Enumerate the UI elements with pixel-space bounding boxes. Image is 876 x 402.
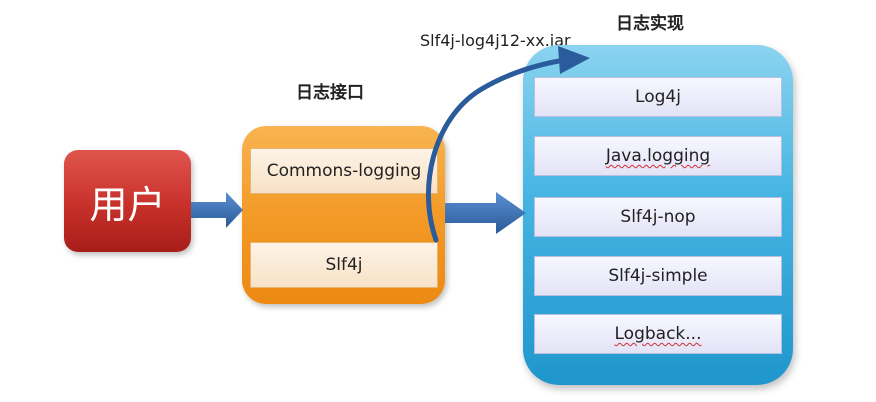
interface-item-slf4j: Slf4j <box>250 242 438 288</box>
implementation-item-slf4j-simple: Slf4j-simple <box>534 256 782 296</box>
implementation-item-log4j: Log4j <box>534 77 782 117</box>
arrow-user-to-interface <box>191 192 243 228</box>
arrow-interface-to-implementation <box>445 192 526 234</box>
interface-item-label: Commons-logging <box>266 161 422 181</box>
implementation-item-label: Logback... <box>614 324 702 344</box>
user-label: 用户 <box>89 182 166 227</box>
implementation-item-label: Log4j <box>635 87 681 107</box>
implementation-item-label: Java.logging <box>605 146 711 166</box>
implementation-heading: 日志实现 <box>616 14 684 34</box>
arrow-slf4j-to-log4j-bridge <box>425 46 590 243</box>
implementation-item-label: Slf4j-simple <box>608 266 708 286</box>
interface-heading: 日志接口 <box>296 83 364 103</box>
implementation-item-logback: Logback... <box>534 314 782 354</box>
implementation-item-slf4j-nop: Slf4j-nop <box>534 197 782 237</box>
implementation-item-label: Slf4j-nop <box>620 207 696 227</box>
bridge-jar-label: Slf4j-log4j12-xx.jar <box>420 31 571 50</box>
implementation-item-java-logging: Java.logging <box>534 136 782 176</box>
user-box: 用户 <box>64 150 191 252</box>
interface-item-commons-logging: Commons-logging <box>250 148 438 194</box>
interface-item-label: Slf4j <box>325 255 363 275</box>
